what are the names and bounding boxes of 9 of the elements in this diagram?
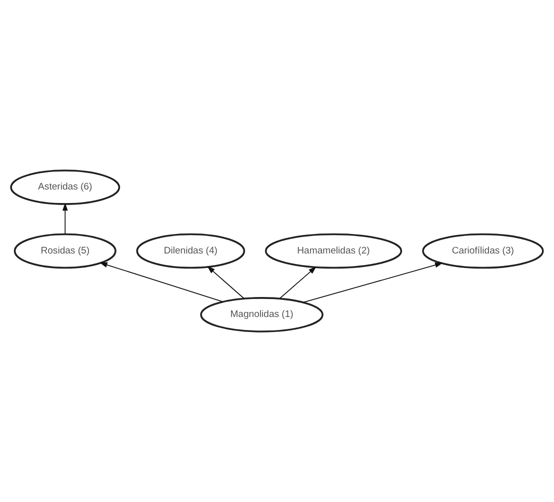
arrow [207,266,244,299]
arrow [279,266,316,299]
node-ellipse: Hamamelidas (2) [264,233,402,269]
arrow [62,202,68,234]
node-ellipse: Magnolidas (1) [200,297,324,332]
node-ellipse: Asteridas (6) [10,170,120,205]
arrow [302,262,443,303]
arrow [100,262,224,302]
node-ellipse: Dilenidas (4) [136,233,246,269]
